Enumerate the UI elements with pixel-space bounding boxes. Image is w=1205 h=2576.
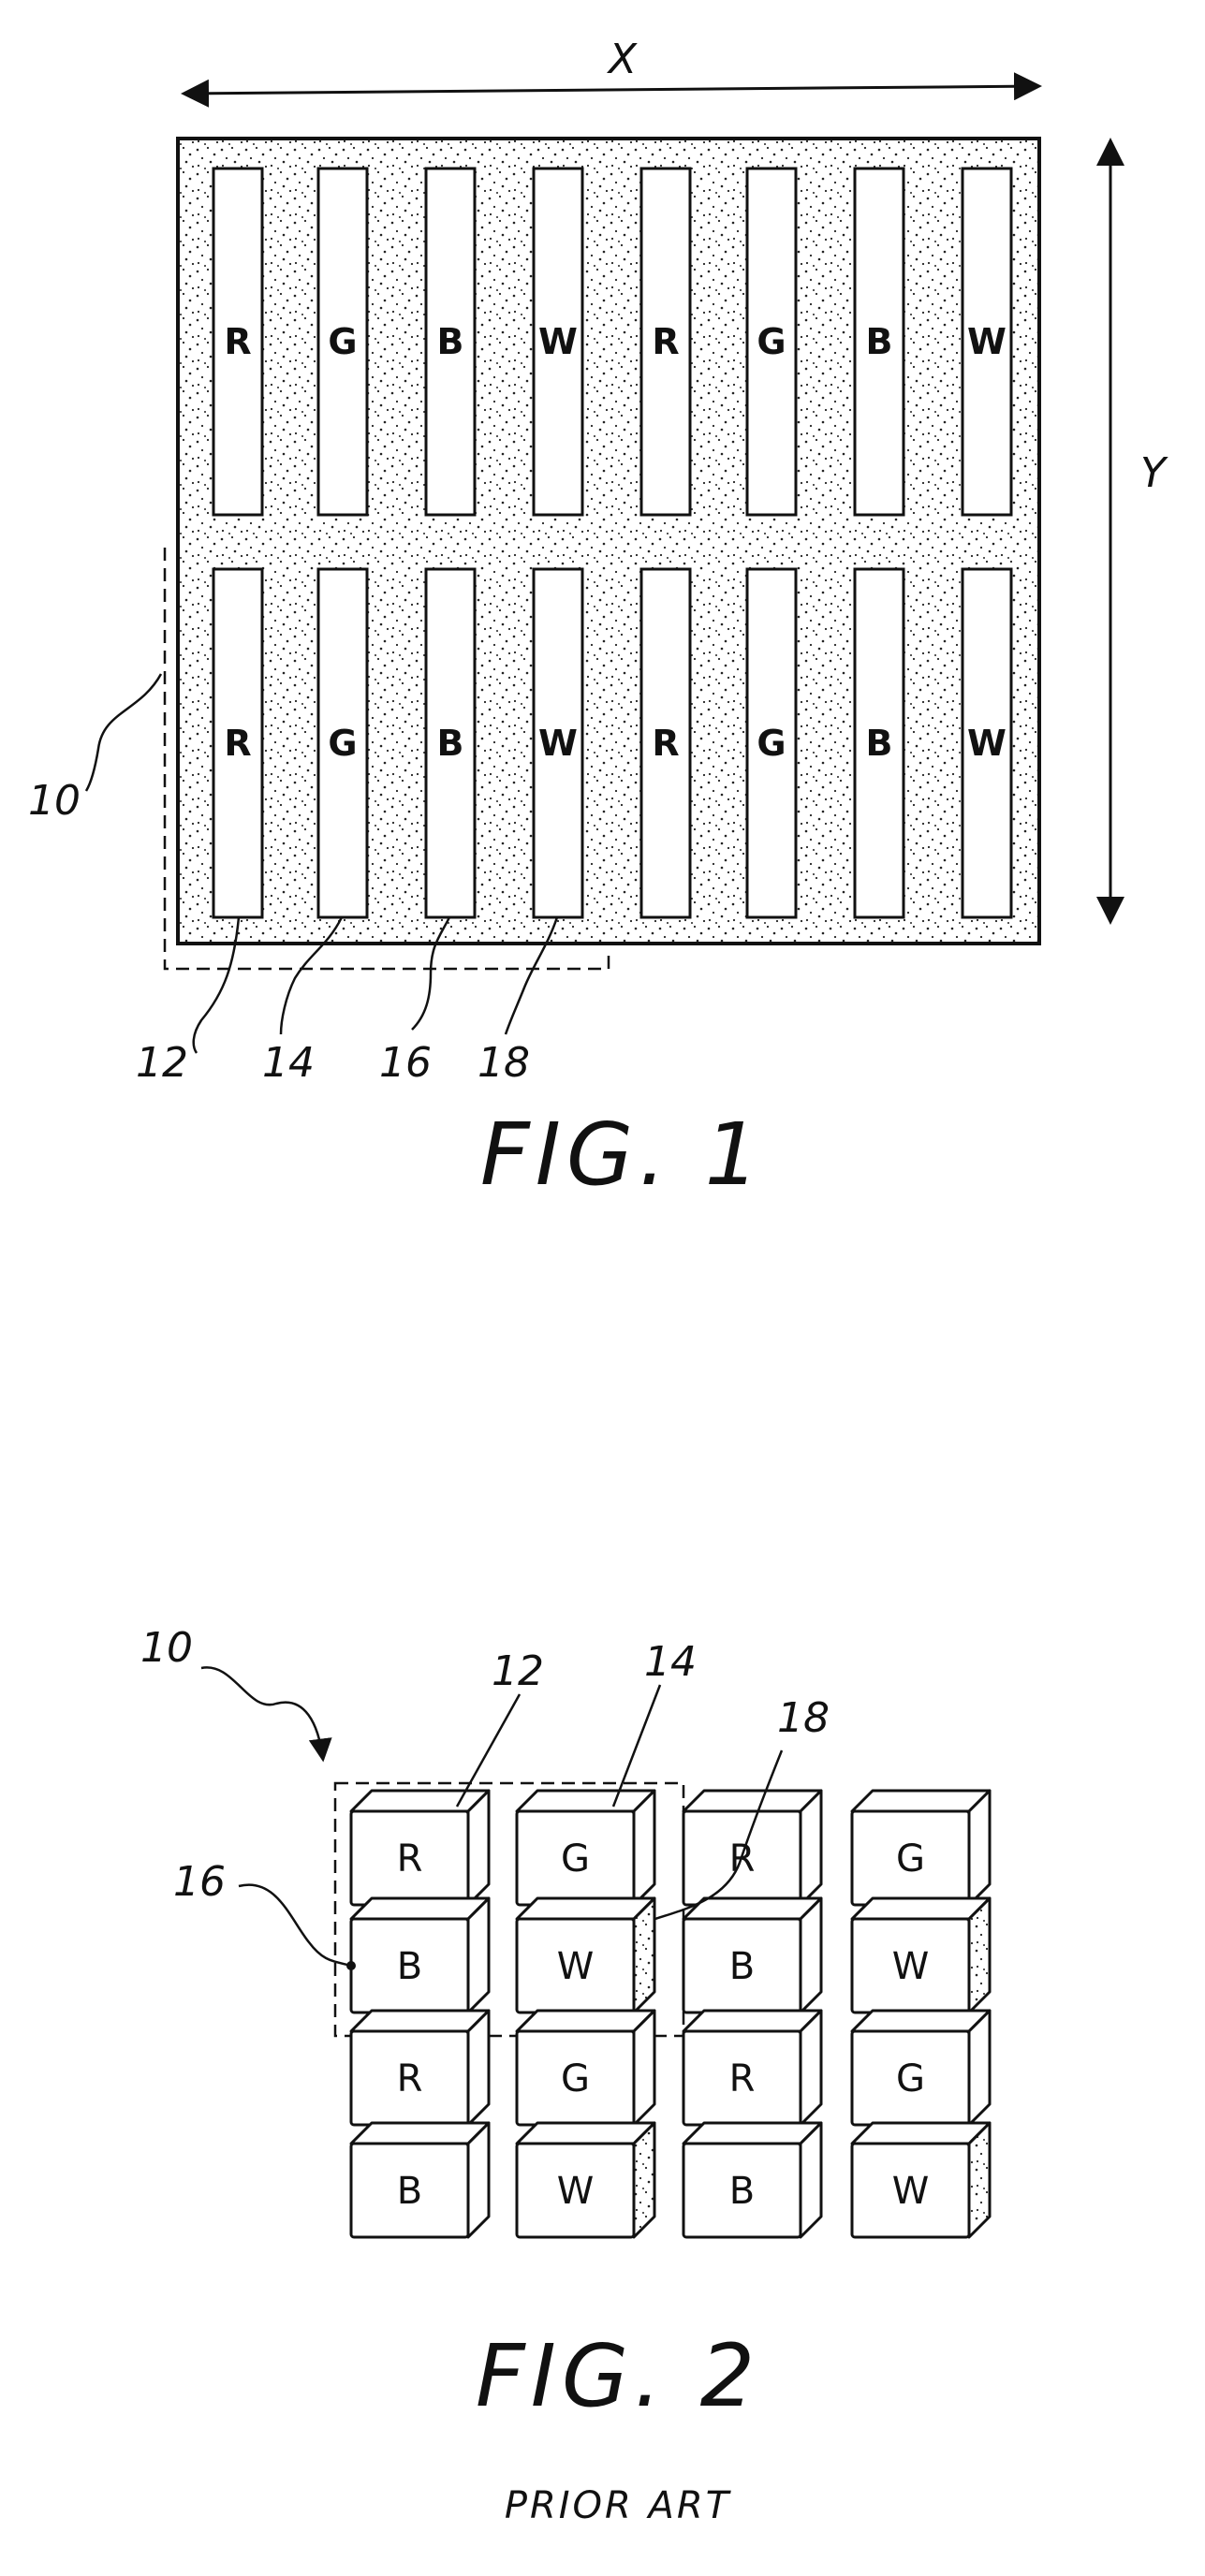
fig2-ref-16-dot bbox=[346, 1961, 356, 1970]
y-axis-label: Y bbox=[1140, 449, 1168, 497]
block-top-face bbox=[517, 2123, 654, 2144]
block-top-face bbox=[351, 1898, 489, 1919]
block-top-face bbox=[852, 2011, 990, 2031]
subpixel-label: G bbox=[328, 321, 357, 362]
block-side-face bbox=[969, 1791, 990, 1905]
block-side-face bbox=[634, 1791, 654, 1905]
block-top-face bbox=[852, 1791, 990, 1811]
block-side-face bbox=[634, 1898, 654, 2012]
block-side-face bbox=[468, 1898, 489, 2012]
fig2: RGRGBWBWRGRGBWBW 10 12 14 18 16 FIG. 2 P… bbox=[140, 1624, 990, 2527]
block-side-face bbox=[969, 1898, 990, 2012]
ref-18-label: 18 bbox=[478, 1039, 530, 1087]
block-top-face bbox=[517, 1791, 654, 1811]
block-side-face bbox=[468, 2123, 489, 2237]
block-side-face bbox=[969, 2123, 990, 2237]
block-label: G bbox=[561, 1837, 590, 1881]
display-panel bbox=[178, 139, 1039, 944]
fig2-ref-14-leader bbox=[613, 1685, 660, 1807]
block-top-face bbox=[351, 2011, 489, 2031]
block-top-face bbox=[683, 2123, 821, 2144]
block-label: G bbox=[561, 2057, 590, 2100]
subpixel-label: R bbox=[652, 321, 679, 362]
block-label: R bbox=[729, 2057, 756, 2100]
subpixel-label: R bbox=[224, 723, 251, 764]
block-top-face bbox=[351, 1791, 489, 1811]
fig1: X Y R G B W R G B W R G B W R G B W 10 12 14 16 18 FIG.… bbox=[28, 36, 1168, 1205]
fig2-ref-10-label: 10 bbox=[140, 1624, 193, 1672]
block-side-face bbox=[801, 1791, 821, 1905]
subpixel-label: B bbox=[866, 723, 893, 764]
subpixel-label: R bbox=[652, 723, 679, 764]
block-side-face bbox=[801, 1898, 821, 2012]
block-label: G bbox=[896, 1837, 925, 1881]
subpixel-label: G bbox=[757, 321, 786, 362]
fig2-ref-16-label: 16 bbox=[173, 1858, 226, 1906]
block-label: R bbox=[397, 2057, 423, 2100]
ref-16-label: 16 bbox=[379, 1039, 432, 1087]
block-top-face bbox=[517, 1898, 654, 1919]
block-side-face bbox=[801, 2123, 821, 2237]
fig2-ref-18-label: 18 bbox=[777, 1694, 830, 1742]
block-side-face bbox=[468, 1791, 489, 1905]
block-label: W bbox=[557, 1945, 595, 1988]
x-dimension-arrow bbox=[184, 86, 1039, 94]
block-top-face bbox=[517, 2011, 654, 2031]
ref-10-label: 10 bbox=[28, 777, 81, 825]
subpixel-label: W bbox=[538, 321, 578, 362]
fig1-caption: FIG. 1 bbox=[480, 1105, 765, 1205]
subpixel-label: W bbox=[967, 321, 1007, 362]
block-label: B bbox=[397, 2170, 422, 2213]
block-label: W bbox=[557, 2170, 595, 2213]
fig2-ref-14-label: 14 bbox=[644, 1638, 697, 1686]
subpixel-label: G bbox=[757, 723, 786, 764]
block-label: B bbox=[729, 2170, 755, 2213]
x-axis-label: X bbox=[607, 36, 638, 83]
block-side-face bbox=[468, 2011, 489, 2125]
subpixel-label: B bbox=[866, 321, 893, 362]
fig2-ref-12-label: 12 bbox=[492, 1647, 544, 1695]
block-label: B bbox=[729, 1945, 755, 1988]
ref-10-leader bbox=[86, 674, 161, 791]
subpixel-label: W bbox=[967, 723, 1007, 764]
fig2-subcaption: PRIOR ART bbox=[505, 2484, 732, 2527]
block-side-face bbox=[801, 2011, 821, 2125]
block-label: B bbox=[397, 1945, 422, 1988]
block-top-face bbox=[852, 1898, 990, 1919]
block-label: R bbox=[397, 1837, 423, 1881]
block-top-face bbox=[683, 1791, 821, 1811]
subpixel-label: R bbox=[224, 321, 251, 362]
fig2-ref-10-leader bbox=[201, 1667, 323, 1760]
subpixel-label: W bbox=[538, 723, 578, 764]
ref-14-label: 14 bbox=[262, 1039, 315, 1087]
subpixel-label: B bbox=[437, 723, 464, 764]
block-side-face bbox=[969, 2011, 990, 2125]
block-side-face bbox=[634, 2123, 654, 2237]
block-top-face bbox=[351, 2123, 489, 2144]
block-top-face bbox=[683, 2011, 821, 2031]
subpixel-label: B bbox=[437, 321, 464, 362]
block-label: W bbox=[892, 1945, 930, 1988]
block-label: W bbox=[892, 2170, 930, 2213]
fig2-caption: FIG. 2 bbox=[476, 2326, 760, 2426]
ref-12-label: 12 bbox=[136, 1039, 188, 1087]
block-label: G bbox=[896, 2057, 925, 2100]
block-top-face bbox=[852, 2123, 990, 2144]
subpixel-label: G bbox=[328, 723, 357, 764]
subpixel-blocks: RGRGBWBWRGRGBWBW bbox=[351, 1791, 990, 2237]
block-side-face bbox=[634, 2011, 654, 2125]
